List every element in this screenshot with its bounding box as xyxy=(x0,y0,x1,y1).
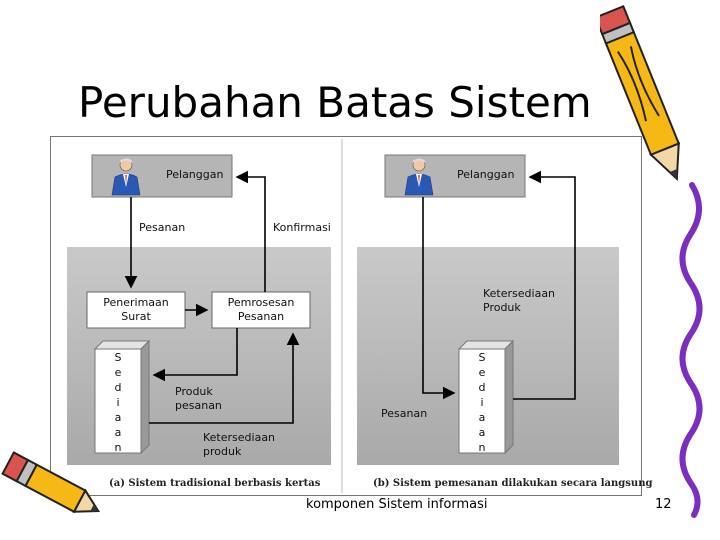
availability-b-line2: Produk xyxy=(483,301,555,315)
receive-mail-line2: Surat xyxy=(87,310,185,324)
product-order-line1: Produk xyxy=(175,385,222,399)
inventory-text-b: S e d i a a n xyxy=(475,350,489,455)
inventory-letter: a xyxy=(111,410,125,425)
inventory-letter: i xyxy=(475,395,489,410)
product-order-line2: pesanan xyxy=(175,399,222,413)
receive-mail-text: Penerimaan Surat xyxy=(87,296,185,324)
inventory-letter: i xyxy=(111,395,125,410)
order-label-a: Pesanan xyxy=(139,221,185,235)
inventory-text-a: S e d i a a n xyxy=(111,350,125,455)
order-label-b: Pesanan xyxy=(381,407,427,421)
pencil-icon xyxy=(0,448,110,528)
availability-label-b: Ketersediaan Produk xyxy=(483,287,555,315)
inventory-box-b-top xyxy=(459,341,513,349)
order-processing-text: Pemrosesan Pesanan xyxy=(212,296,310,324)
inventory-letter: a xyxy=(475,425,489,440)
page-number: 12 xyxy=(655,497,672,512)
inventory-letter: d xyxy=(475,380,489,395)
customer-label-b: Pelanggan xyxy=(457,168,514,182)
caption-b: (b) Sistem pemesanan dilakukan secara la… xyxy=(373,478,652,489)
footer-text: komponen Sistem informasi xyxy=(306,497,488,512)
product-order-label: Produk pesanan xyxy=(175,385,222,413)
inventory-letter: n xyxy=(111,440,125,455)
availability-a-line2: produk xyxy=(203,445,275,459)
caption-a: (a) Sistem tradisional berbasis kertas xyxy=(109,478,320,489)
receive-mail-line1: Penerimaan xyxy=(87,296,185,310)
inventory-letter: a xyxy=(111,425,125,440)
inventory-box-a-top xyxy=(95,341,149,349)
inventory-letter: e xyxy=(475,365,489,380)
order-processing-line1: Pemrosesan xyxy=(212,296,310,310)
pencil-icon xyxy=(600,0,690,200)
inventory-letter: e xyxy=(111,365,125,380)
availability-label-a: Ketersediaan produk xyxy=(203,431,275,459)
order-processing-line2: Pesanan xyxy=(212,310,310,324)
customer-label-a: Pelanggan xyxy=(166,168,223,182)
squiggle-decoration xyxy=(672,180,712,520)
availability-b-line1: Ketersediaan xyxy=(483,287,555,301)
inventory-letter: S xyxy=(475,350,489,365)
inventory-box-a-side xyxy=(141,341,149,453)
availability-a-line1: Ketersediaan xyxy=(203,431,275,445)
boundary-diagram-figure: Pelanggan Pesanan Konfirmasi Penerimaan … xyxy=(50,136,642,496)
slide-title: Perubahan Batas Sistem xyxy=(78,78,592,127)
inventory-letter: a xyxy=(475,410,489,425)
inventory-letter: S xyxy=(111,350,125,365)
inventory-letter: d xyxy=(111,380,125,395)
inventory-letter: n xyxy=(475,440,489,455)
confirm-label-a: Konfirmasi xyxy=(273,221,331,235)
inventory-box-b-side xyxy=(505,341,513,453)
